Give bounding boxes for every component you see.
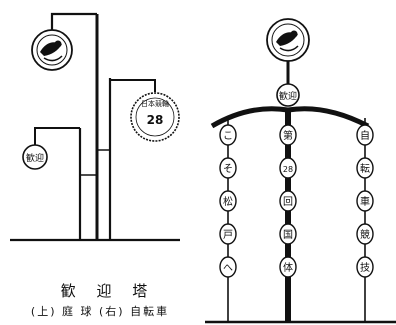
sign-char: 28 bbox=[283, 165, 293, 174]
sign-char: そ bbox=[223, 163, 233, 175]
sign-disc bbox=[279, 256, 297, 278]
welcome-badge-right: 歓迎 bbox=[276, 83, 300, 107]
sign-disc bbox=[279, 157, 297, 179]
emblem-icon bbox=[266, 18, 310, 62]
sign-char: 車 bbox=[360, 195, 370, 208]
welcome-badge-left: 歓迎 bbox=[22, 144, 48, 170]
sign-char: 技 bbox=[360, 261, 370, 274]
sign-disc bbox=[279, 190, 297, 212]
caption-subtitle: (上) 庭 球 (右) 自転車 bbox=[30, 305, 170, 318]
sign-disc bbox=[356, 256, 374, 278]
sign-char: へ bbox=[223, 263, 233, 274]
sign-disc bbox=[219, 157, 237, 179]
sign-disc bbox=[219, 124, 237, 146]
sign-disc bbox=[279, 124, 297, 146]
emblem-icon bbox=[31, 29, 73, 71]
sign-disc bbox=[219, 190, 237, 212]
seal-emblem: 日本競輪 28 bbox=[130, 92, 180, 142]
sign-char: こ bbox=[223, 131, 233, 142]
sign-char: 転 bbox=[360, 163, 370, 175]
sign-disc bbox=[356, 124, 374, 146]
seal-ring-text: 日本競輪 bbox=[141, 99, 169, 108]
sign-disc bbox=[356, 190, 374, 212]
sign-disc bbox=[279, 223, 297, 245]
left-tower bbox=[10, 12, 180, 242]
sign-disc bbox=[356, 157, 374, 179]
sign-char: 自 bbox=[360, 129, 370, 142]
sign-disc bbox=[219, 223, 237, 245]
badge-text: 歓迎 bbox=[279, 90, 297, 102]
sign-char: 体 bbox=[283, 262, 293, 274]
sign-char: 競 bbox=[360, 228, 370, 241]
badge-text: 歓迎 bbox=[26, 152, 44, 164]
sign-char: 戸 bbox=[223, 229, 233, 241]
seal-number: 28 bbox=[147, 113, 164, 127]
caption-title: 歓 迎 塔 bbox=[60, 282, 156, 300]
sign-disc bbox=[356, 223, 374, 245]
sign-char: 松 bbox=[223, 195, 233, 208]
sign-char: 第 bbox=[283, 129, 293, 142]
right-tower bbox=[205, 60, 396, 324]
sign-column-middle: 第 28 回国体 bbox=[279, 124, 297, 278]
sign-char: 国 bbox=[283, 229, 293, 241]
sign-disc bbox=[219, 256, 237, 278]
sign-char: 回 bbox=[283, 196, 293, 208]
